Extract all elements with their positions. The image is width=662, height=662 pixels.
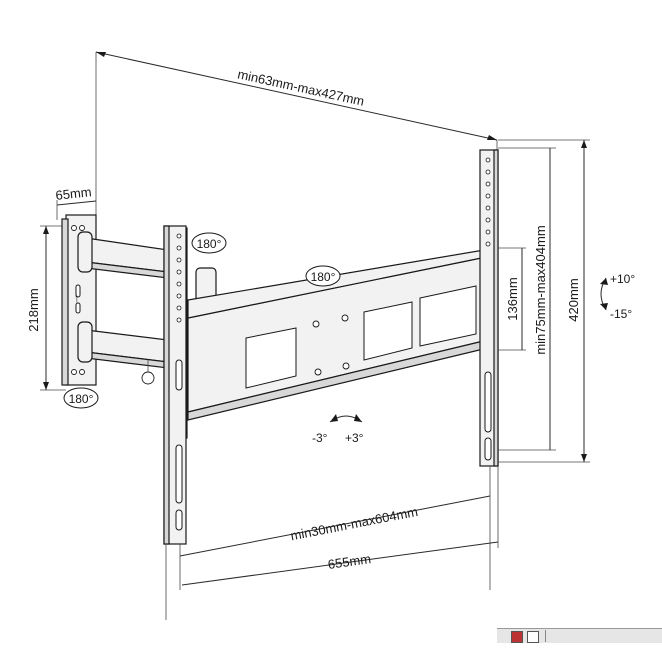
window-icon[interactable] [511, 631, 523, 643]
label-plate-depth: 65mm [55, 184, 92, 203]
right-rail [479, 149, 499, 467]
label-level-left: -3° [312, 431, 328, 445]
dimension-bracket-height: 420mm [498, 139, 590, 463]
window-icon[interactable] [527, 631, 539, 643]
label-swivel-arm: 180° [311, 270, 336, 284]
label-vesa-small: 136mm [505, 277, 520, 320]
left-rail [163, 225, 187, 545]
taskbar-divider [545, 630, 546, 642]
rotate-arrow-icon: 180° [63, 387, 99, 409]
tilt-arrow-icon: +10° -15° [600, 272, 635, 321]
dimension-vesa-range: min75mm-max404mm [498, 147, 556, 451]
level-arrow-icon: -3° +3° [312, 414, 364, 445]
label-plate-height: 218mm [26, 288, 41, 331]
dimension-horizontal-range: min30mm-max604mm [179, 466, 491, 590]
dimension-vesa-small: 136mm [498, 247, 526, 351]
label-tilt-down: -15° [610, 307, 632, 321]
svg-text:↑: ↑ [74, 291, 80, 305]
label-swivel-upper: 180° [197, 237, 222, 251]
label-tilt-up: +10° [610, 272, 635, 286]
label-bracket-height: 420mm [566, 278, 581, 321]
rotate-arrow-icon: 180° [305, 265, 341, 287]
taskbar-fragment [497, 628, 662, 643]
dimension-plate-depth: 65mm [55, 184, 97, 220]
rotate-arrow-icon: 180° [191, 232, 227, 254]
label-level-right: +3° [345, 431, 364, 445]
arms [77, 231, 169, 369]
label-horizontal-range: min30mm-max604mm [289, 504, 419, 543]
main-arm [187, 247, 497, 421]
label-vesa-range: min75mm-max404mm [533, 225, 548, 354]
dimension-total-width: 655mm [165, 466, 499, 620]
label-swivel-lower: 180° [69, 392, 94, 406]
dimension-top-span: min63mm-max427mm [95, 51, 498, 215]
dimension-plate-height: 218mm [26, 225, 66, 391]
label-total-width: 655mm [327, 551, 372, 572]
label-top-span: min63mm-max427mm [236, 66, 366, 108]
